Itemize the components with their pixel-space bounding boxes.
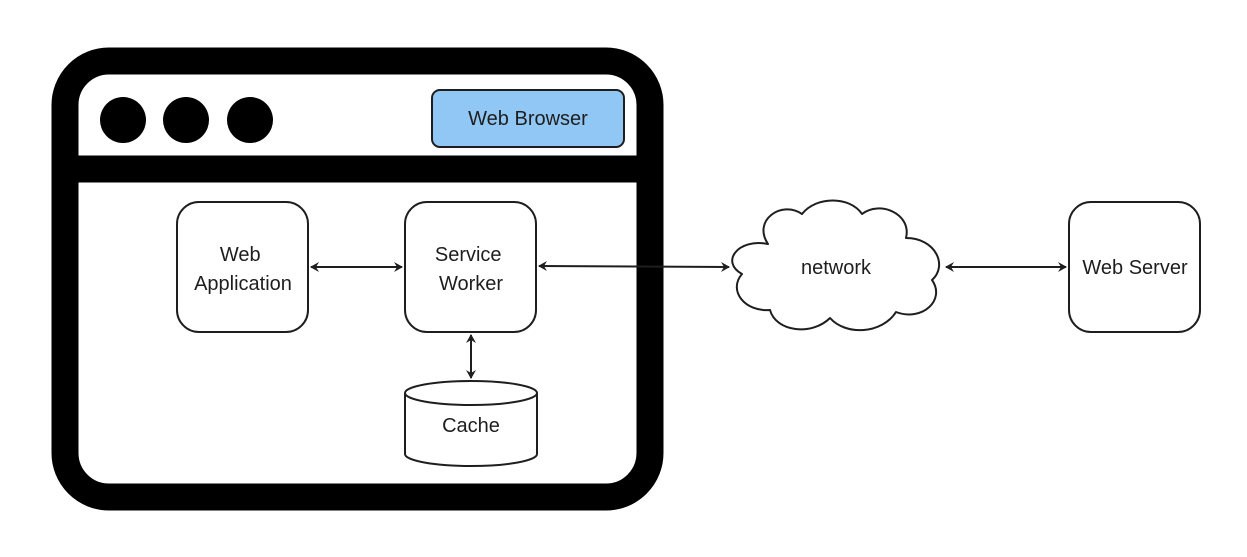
window-dot-close[interactable]	[100, 97, 146, 143]
service-worker-label-line-1: Service	[435, 244, 502, 266]
network-cloud-icon	[731, 199, 941, 331]
web-server-label: Web Server	[1082, 257, 1188, 279]
cache-label: Cache	[442, 415, 500, 437]
window-dot-maximize[interactable]	[227, 97, 273, 143]
cache-cylinder-top	[404, 380, 538, 406]
service-worker-box	[404, 201, 537, 333]
network-node: network	[731, 199, 941, 331]
service-worker-label-line-2: Worker	[439, 273, 503, 295]
web-browser-label: Web Browser	[468, 108, 588, 130]
web-application-box	[176, 201, 309, 333]
service-worker-label: Service Worker	[435, 244, 507, 295]
web-server-node: Web Server	[1068, 201, 1201, 333]
browser-window: Web Browser	[51, 47, 664, 511]
web-application-label-line-2: Application	[194, 273, 292, 295]
cache-node: Cache	[404, 380, 538, 467]
web-application-label-line-1: Web	[220, 244, 261, 266]
web-server-box	[1068, 201, 1201, 333]
cache-cylinder-body	[404, 393, 538, 467]
connectors	[310, 261, 1067, 379]
arrow-serviceworker-network	[538, 261, 730, 272]
web-browser-label-box	[431, 89, 625, 148]
web-application-label: Web Application	[194, 244, 292, 295]
window-dot-minimize[interactable]	[163, 97, 209, 143]
service-worker-node: Service Worker	[404, 201, 537, 333]
web-application-node: Web Application	[176, 201, 309, 333]
network-label: network	[801, 257, 872, 279]
